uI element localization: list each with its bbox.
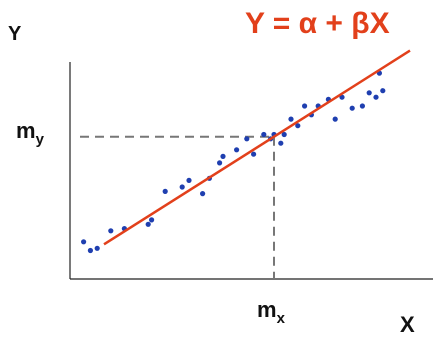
data-point-6 xyxy=(149,217,155,223)
x-axis-label: X xyxy=(400,312,415,337)
mean-y-label-sub: y xyxy=(36,131,45,148)
data-point-10 xyxy=(200,191,206,197)
data-point-33 xyxy=(373,94,379,100)
chart-title: Y = α + βX xyxy=(245,7,390,40)
data-point-14 xyxy=(234,147,240,153)
data-point-2 xyxy=(94,245,100,251)
mean-x-label-base: m xyxy=(257,297,277,322)
regression-line xyxy=(103,49,411,246)
data-point-30 xyxy=(349,105,355,111)
y-axis-label: Y xyxy=(8,23,22,45)
data-point-32 xyxy=(366,90,372,96)
data-point-5 xyxy=(145,221,151,227)
data-point-1 xyxy=(87,247,93,254)
data-point-16 xyxy=(251,151,257,157)
mean-x-label: mx xyxy=(257,297,286,327)
mean-y-label-base: m xyxy=(16,118,36,143)
data-point-0 xyxy=(81,239,87,245)
mean-y-label: my xyxy=(16,118,45,148)
data-point-21 xyxy=(281,131,287,138)
data-point-8 xyxy=(179,184,185,190)
data-point-24 xyxy=(302,103,308,109)
data-point-20 xyxy=(278,140,284,146)
data-point-23 xyxy=(295,123,301,129)
data-point-28 xyxy=(332,116,338,122)
data-point-12 xyxy=(217,160,223,166)
data-point-31 xyxy=(359,103,365,109)
data-point-9 xyxy=(186,177,192,183)
data-point-22 xyxy=(288,116,294,122)
mean-x-label-sub: x xyxy=(277,310,286,327)
data-point-3 xyxy=(108,228,114,234)
data-point-17 xyxy=(261,131,267,138)
data-point-13 xyxy=(220,153,226,159)
data-point-7 xyxy=(162,188,168,194)
data-point-35 xyxy=(380,88,386,94)
data-point-15 xyxy=(244,136,250,142)
